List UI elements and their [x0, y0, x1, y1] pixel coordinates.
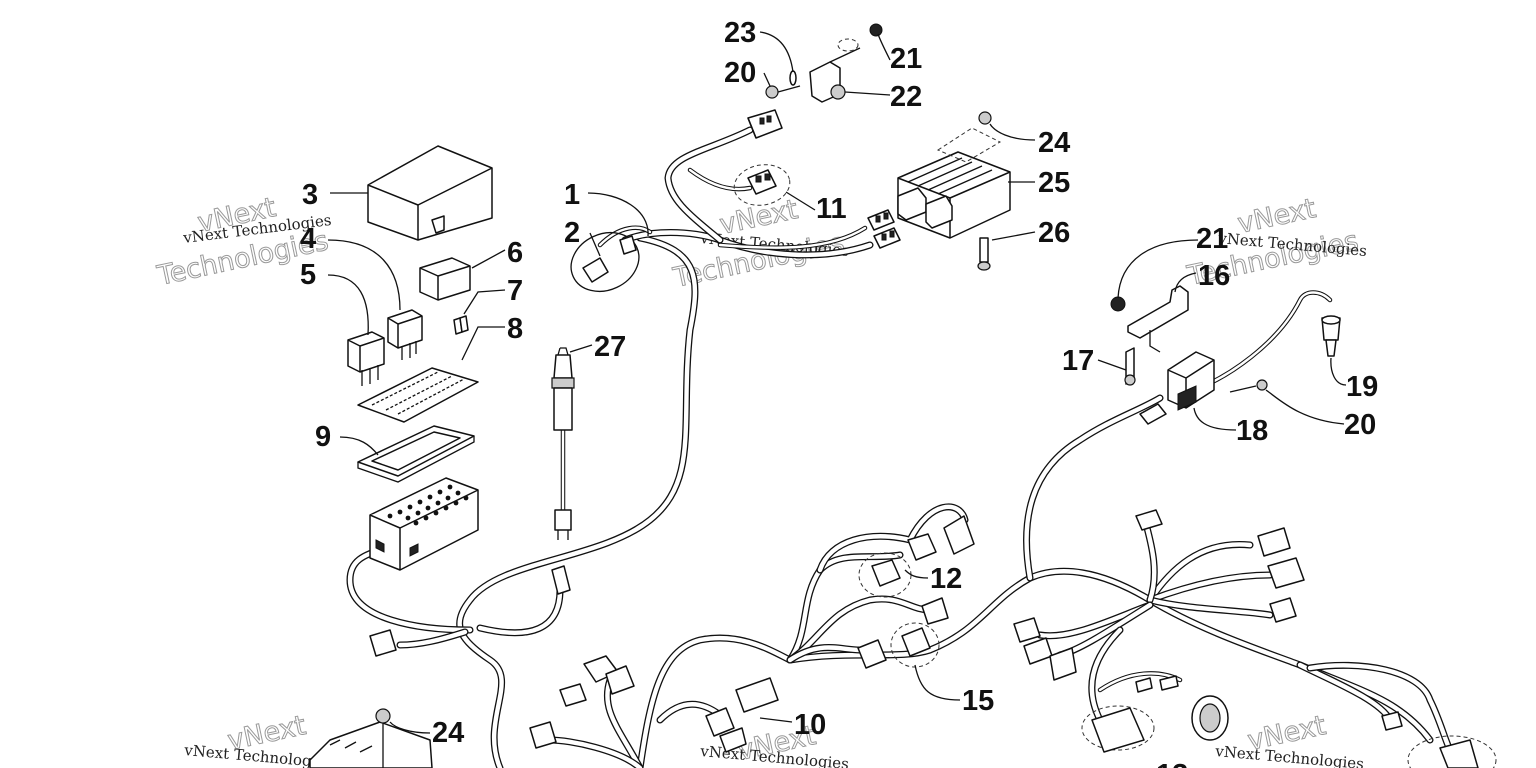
- callout-24-bottom: 24: [432, 717, 464, 749]
- fuse-label-sheet: [357, 367, 479, 423]
- connector-cluster-center: [857, 515, 975, 669]
- callout-23: 23: [724, 17, 756, 49]
- connector-11: [733, 164, 791, 206]
- fuse-7: [453, 315, 469, 335]
- ignition-coil-bracket: [1110, 285, 1189, 386]
- ignition-coil: [1139, 351, 1268, 425]
- fuse-box-cover: [367, 145, 493, 241]
- callout-5: 5: [300, 259, 316, 291]
- callout-9: 9: [315, 421, 331, 453]
- callout-1: 1: [564, 179, 580, 211]
- callout-18: 18: [1236, 415, 1268, 447]
- callout-12: 12: [930, 563, 962, 595]
- ecu-module: [309, 708, 433, 768]
- callout-20-right: 20: [1344, 409, 1376, 441]
- main-harness-wires: [346, 234, 1454, 768]
- fuse-box-gasket: [357, 425, 475, 483]
- leader-lines: [327, 31, 1347, 734]
- sensor-2: [570, 231, 640, 293]
- reg-connectors: [867, 209, 901, 249]
- callout-21-right: 21: [1196, 223, 1228, 255]
- callout-17: 17: [1062, 345, 1094, 377]
- callout-6: 6: [507, 237, 523, 269]
- connector-cluster-bottom: [369, 565, 779, 753]
- callout-16: 16: [1198, 260, 1230, 292]
- callout-7: 7: [507, 275, 523, 307]
- relay-5: [347, 331, 385, 386]
- bracket-assembly-top: [765, 23, 883, 103]
- callout-19: 19: [1346, 371, 1378, 403]
- connector-cluster-right: [1013, 509, 1497, 768]
- callout-4: 4: [300, 223, 316, 255]
- callout-11: 11: [816, 193, 847, 225]
- callout-15: 15: [962, 685, 994, 717]
- sensor-probe-27: [551, 347, 575, 540]
- callout-21-top: 21: [890, 43, 922, 75]
- callout-13: 13: [1156, 759, 1188, 768]
- fuse-block: [369, 477, 479, 571]
- spark-plug-cap: [1321, 315, 1341, 357]
- watermark-left-top: Technologies vNext vNext Technologies: [154, 192, 333, 293]
- upper-harness-wires: [560, 126, 1333, 513]
- callout-26: 26: [1038, 217, 1070, 249]
- voltage-regulator: [897, 111, 1011, 271]
- callout-10: 10: [794, 709, 826, 741]
- callout-20-top: 20: [724, 57, 756, 89]
- callout-22: 22: [890, 81, 922, 113]
- callout-labels: 3 4 5 6 7 8 9 1 2 27 23 20 21 22 24 25 2…: [300, 17, 1378, 768]
- callout-3: 3: [302, 179, 318, 211]
- relay-4: [387, 309, 423, 360]
- connector-top: [747, 109, 783, 139]
- callout-2: 2: [564, 217, 580, 249]
- callout-27: 27: [594, 331, 626, 363]
- callout-24-top: 24: [1038, 127, 1070, 159]
- watermark-right-bottom: vNext vNext Technologies: [1214, 710, 1365, 768]
- callout-25: 25: [1038, 167, 1070, 199]
- callout-8: 8: [507, 313, 523, 345]
- relay-6: [419, 257, 471, 301]
